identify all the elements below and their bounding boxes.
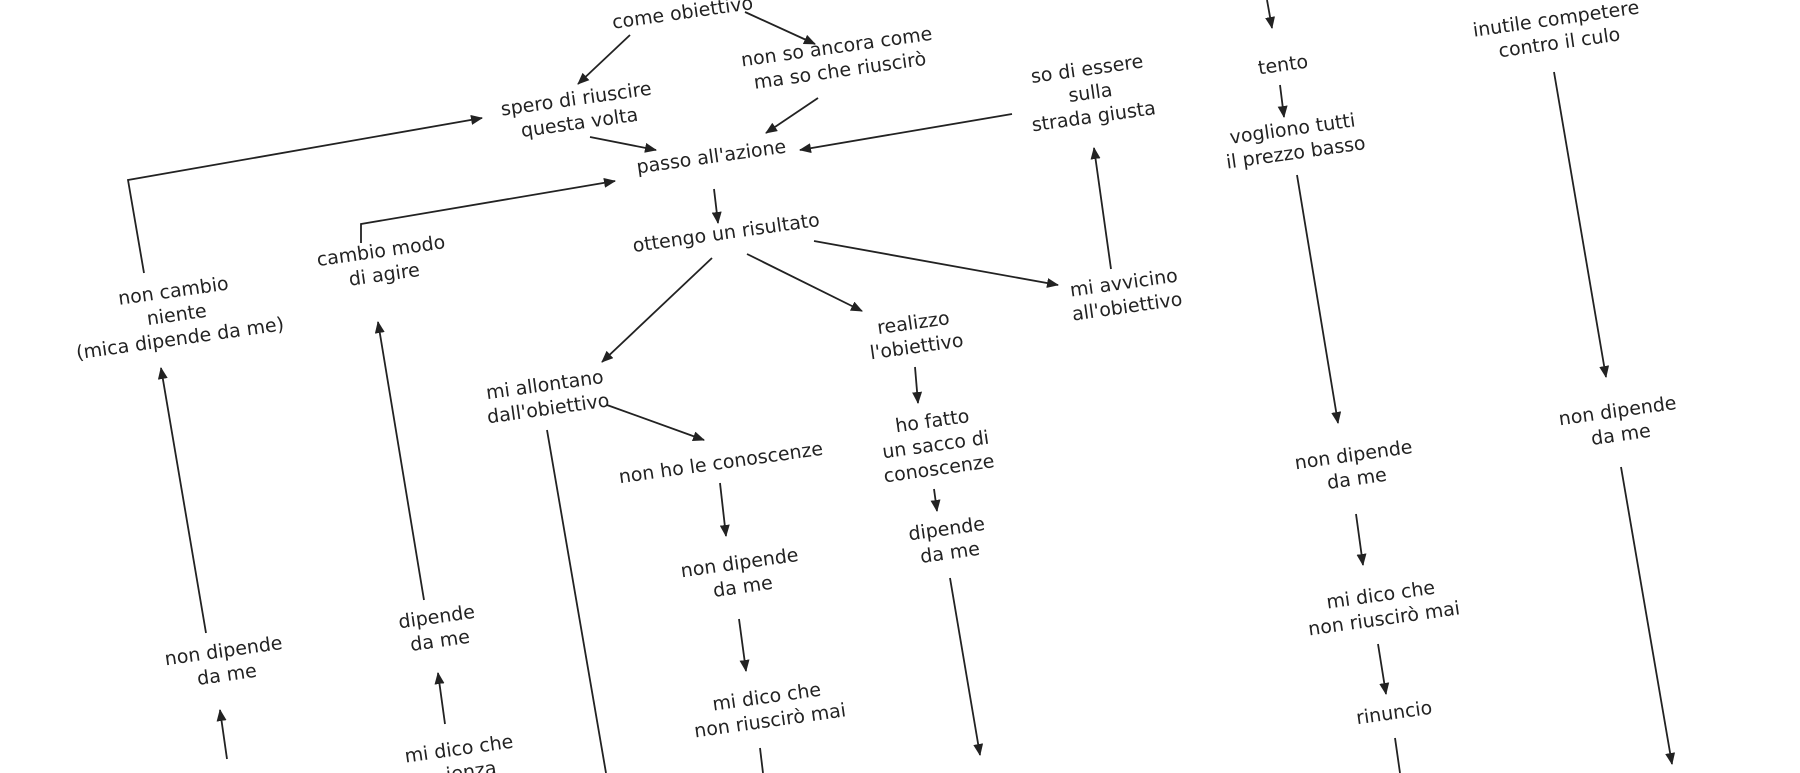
arrow-ottengo-realizzo xyxy=(746,253,863,312)
arrow-midico-left-dipende-left xyxy=(434,672,446,725)
arrow-noncambio-spero xyxy=(126,114,483,274)
arrow-sodiessere-passo xyxy=(799,113,1013,154)
arrow-spero-passo xyxy=(589,136,657,153)
arrow-nondipende-right-midico-right xyxy=(1355,513,1367,566)
arrow-tento-vogliono xyxy=(1277,84,1288,118)
arrow-midico-right-rinuncio xyxy=(1377,643,1390,695)
arrow-bottom-nondipende-left xyxy=(216,709,228,760)
arrow-nonso-passo xyxy=(765,97,819,134)
arrow-ottengo-allontano xyxy=(601,257,713,363)
arrow-hofatto-dipende-center xyxy=(930,488,941,512)
arrow-nondipende-center-midico-center xyxy=(738,618,750,672)
arrow-dipende-center-down xyxy=(949,577,984,756)
arrow-inutile-nondipende-far xyxy=(1553,71,1610,378)
arrow-ottengo-avvicino xyxy=(813,240,1059,288)
arrow-nonho-nondipende-center xyxy=(719,482,730,537)
arrow-dipende-left-cambiomodo xyxy=(374,321,425,601)
arrow-nondipende-far-down xyxy=(1620,466,1676,765)
arrow-passo-ottengo xyxy=(711,188,722,224)
arrow-obiettivo-nonso xyxy=(744,11,816,45)
arrow-midico-center-down xyxy=(759,747,764,773)
arrow-vogliono-nondipende-right xyxy=(1296,174,1342,424)
arrow-obiettivo-spero xyxy=(577,34,631,85)
arrow-nondipende-left-noncambio xyxy=(157,367,207,634)
arrow-cambiomodo-passo xyxy=(360,177,616,243)
arrow-rinuncio-down xyxy=(1394,737,1401,773)
arrow-realizzo-hofatto xyxy=(912,366,923,404)
arrow-allontano-down xyxy=(546,429,607,773)
arrow-top-tento xyxy=(1265,0,1275,29)
arrow-allontano-nonho xyxy=(606,404,705,441)
arrow-avvicino-sodiessere xyxy=(1090,147,1112,270)
